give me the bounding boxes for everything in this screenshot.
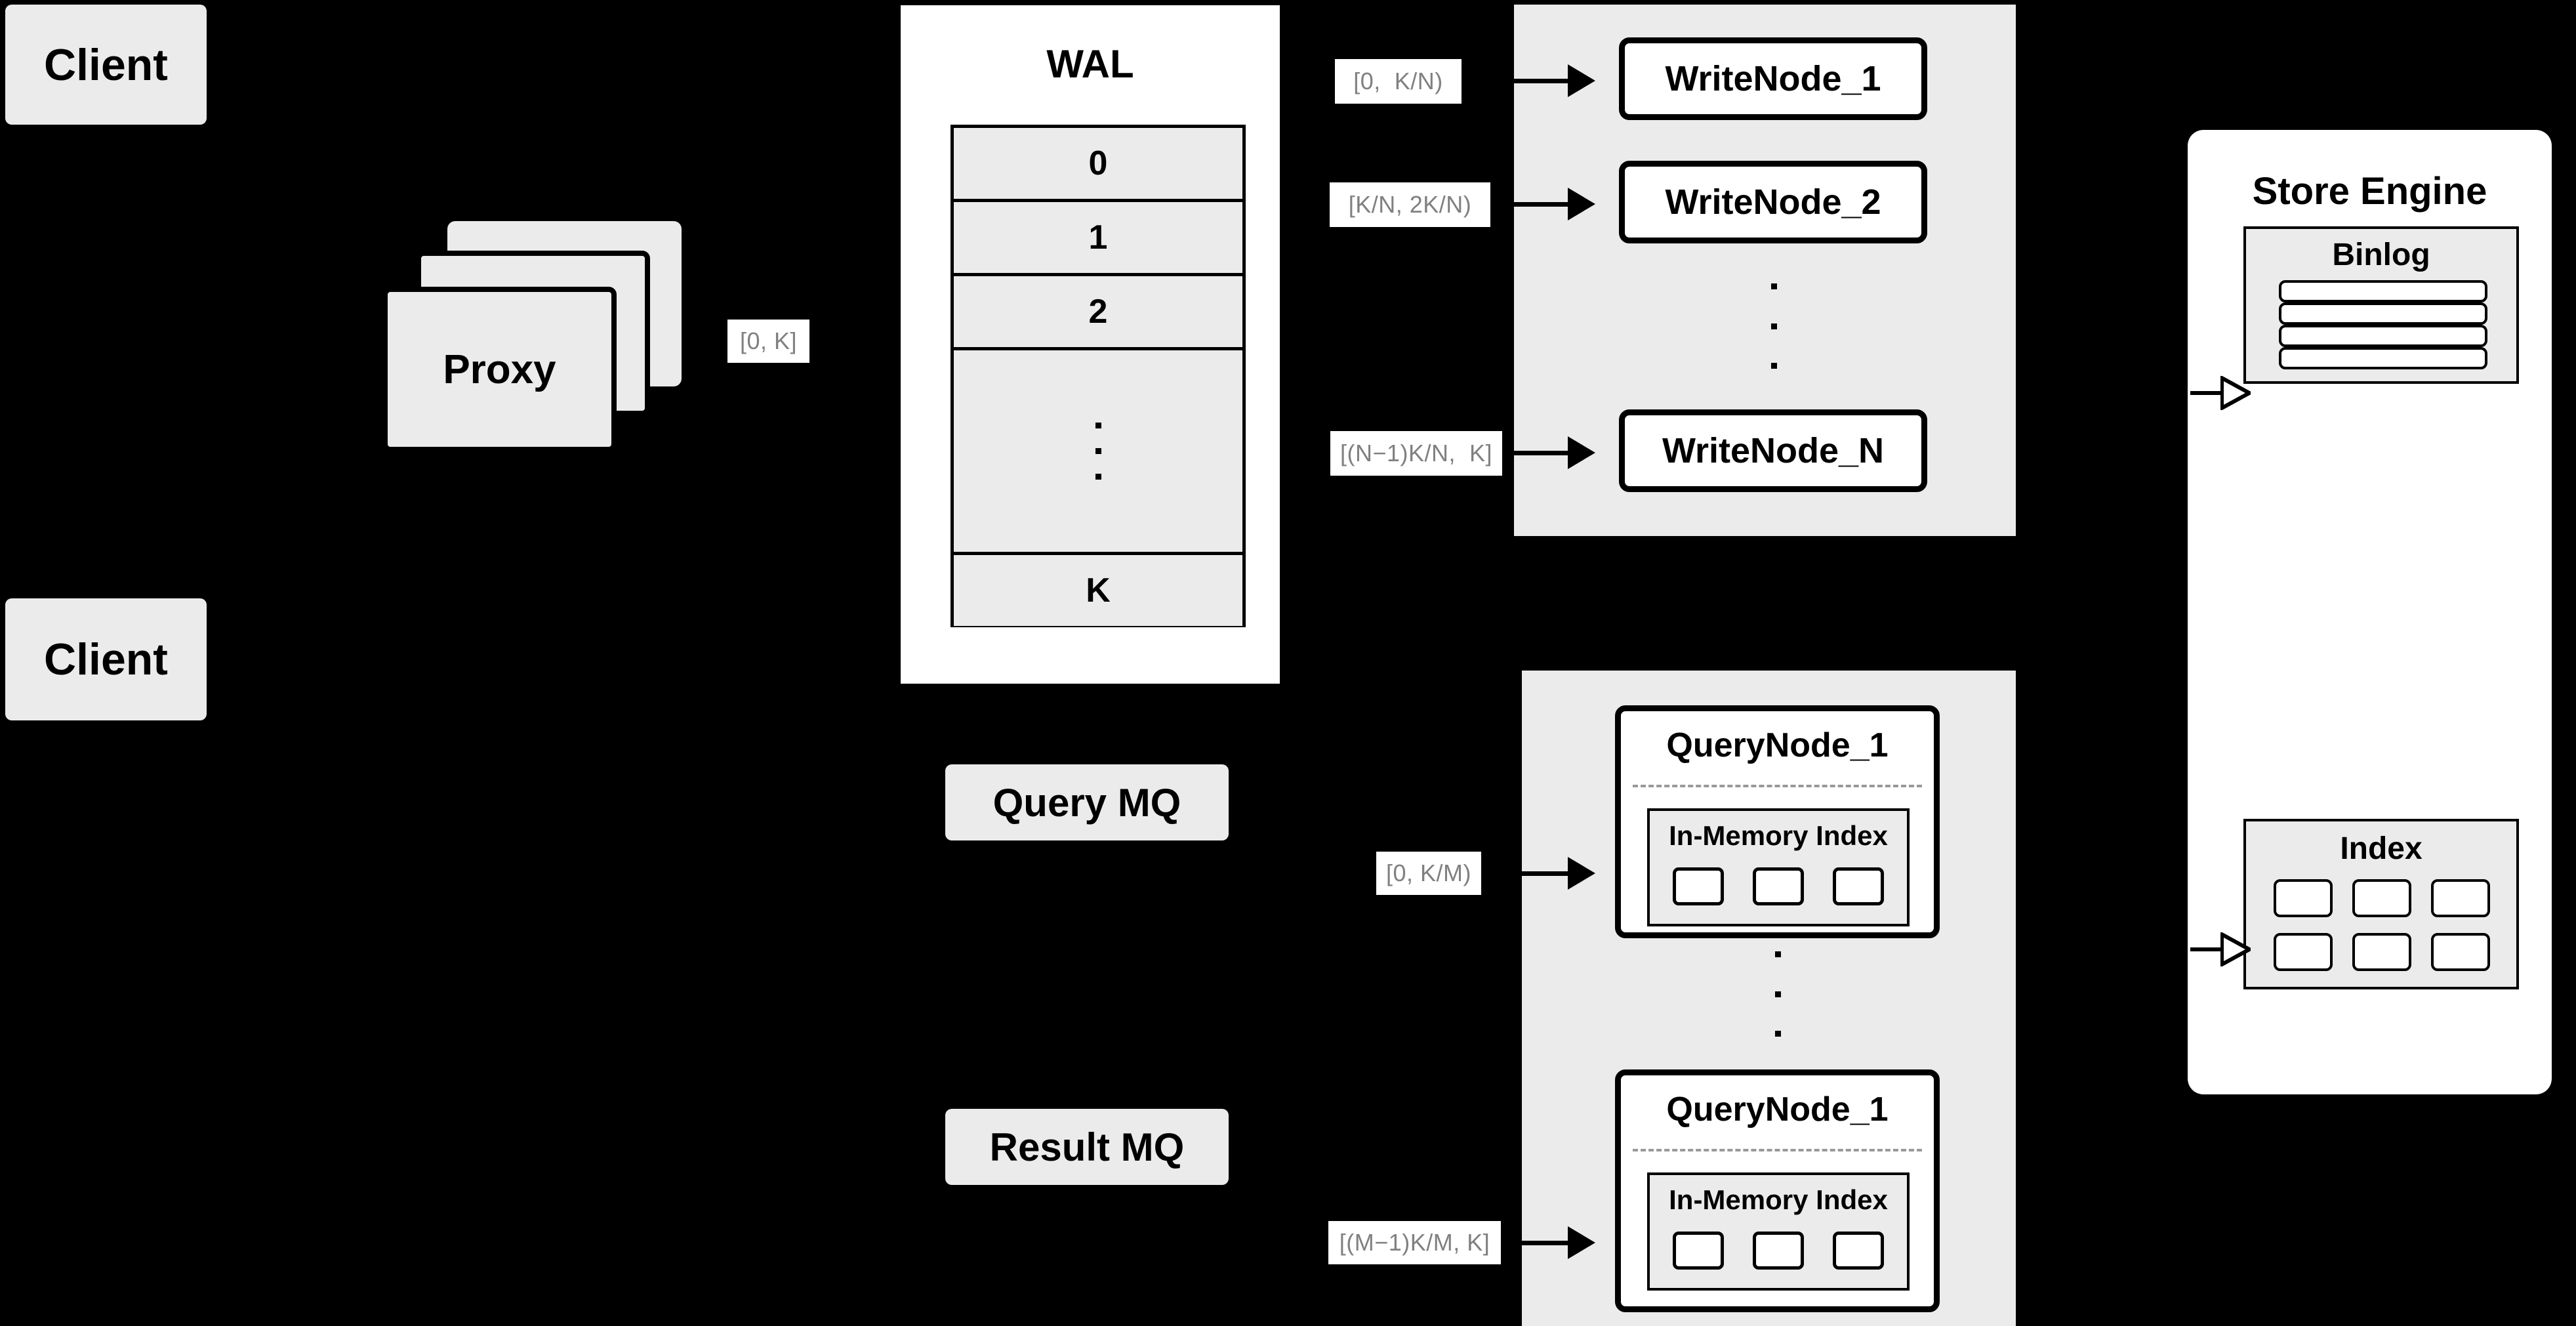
result-mq-box[interactable]: Result MQ	[945, 1109, 1229, 1185]
arrow-head-query-1	[1568, 857, 1595, 890]
wal-row-1: 1	[954, 202, 1242, 276]
index-slot	[1833, 867, 1884, 905]
ellipsis-dot	[1770, 283, 1777, 289]
store-index-slot	[2431, 879, 2490, 917]
write-node-n-label: WriteNode_N	[1662, 431, 1885, 470]
index-slot	[1673, 1232, 1724, 1270]
arrow-line-index	[2190, 947, 2223, 951]
arrow-head-write-2	[1568, 188, 1595, 220]
write-node-1-range-tag: [0, K/N)	[1335, 59, 1462, 104]
query-node-2[interactable]: QueryNode_1 In-Memory Index	[1615, 1069, 1940, 1312]
result-mq-label: Result MQ	[989, 1125, 1185, 1169]
store-engine-title: Store Engine	[2252, 170, 2487, 213]
ellipsis-dot	[1770, 323, 1777, 329]
in-memory-index-2: In-Memory Index	[1647, 1172, 1910, 1291]
arrow-head-write-1	[1568, 64, 1595, 97]
write-node-ellipsis	[1770, 283, 1778, 369]
client-box-1[interactable]: Client	[5, 5, 207, 125]
store-index-slot	[2352, 933, 2411, 971]
wal-row-0: 0	[954, 128, 1242, 202]
query-node-1-range-tag: [0, K/M)	[1376, 852, 1481, 895]
query-node-2-label: QueryNode_1	[1666, 1090, 1889, 1129]
wal-row-k: K	[954, 555, 1242, 626]
proxy-label: Proxy	[443, 346, 556, 392]
arrow-head-index	[2220, 932, 2251, 966]
arrow-line-write-2	[1490, 202, 1568, 207]
index-panel: Index	[2243, 819, 2519, 989]
index-slot	[1673, 867, 1724, 905]
arrow-line-binlog	[2190, 391, 2223, 395]
write-node-n[interactable]: WriteNode_N	[1619, 409, 1927, 492]
store-index-slot	[2431, 933, 2490, 971]
ellipsis-dot	[1774, 1031, 1781, 1037]
ellipsis-dot	[1774, 991, 1781, 997]
binlog-slot	[2279, 280, 2487, 302]
binlog-slot	[2279, 302, 2487, 325]
wal-title: WAL	[1046, 42, 1134, 86]
arrow-head-binlog	[2220, 376, 2251, 410]
arrow-head-query-2	[1568, 1226, 1595, 1259]
arrow-line-query-2	[1501, 1241, 1568, 1245]
write-node-2-label: WriteNode_2	[1665, 182, 1881, 222]
arrow-line-write-1	[1463, 79, 1568, 83]
in-memory-index-1: In-Memory Index	[1647, 808, 1910, 926]
in-memory-index-2-title: In-Memory Index	[1669, 1184, 1888, 1215]
ellipsis-dot	[1774, 951, 1781, 957]
client-label-1: Client	[44, 39, 168, 90]
index-slot	[1753, 1232, 1804, 1270]
client-label-2: Client	[44, 634, 168, 684]
write-node-n-range-tag: [(N−1)K/N, K]	[1330, 431, 1502, 476]
query-node-1-divider	[1633, 785, 1922, 787]
wal-row-2: 2	[954, 276, 1242, 350]
write-node-1[interactable]: WriteNode_1	[1619, 37, 1927, 120]
query-mq-label: Query MQ	[992, 780, 1181, 825]
query-node-ellipsis	[1774, 951, 1782, 1037]
query-node-1[interactable]: QueryNode_1 In-Memory Index	[1615, 705, 1940, 938]
arrow-line-write-n	[1502, 451, 1568, 455]
binlog-title: Binlog	[2332, 238, 2430, 272]
ellipsis-dot	[1095, 423, 1101, 428]
query-node-1-label: QueryNode_1	[1666, 726, 1889, 764]
query-node-2-divider	[1633, 1149, 1922, 1151]
in-memory-index-1-title: In-Memory Index	[1669, 820, 1888, 851]
proxy-range-tag: [0, K]	[727, 320, 809, 363]
ellipsis-dot	[1095, 448, 1101, 454]
ellipsis-dot	[1095, 474, 1101, 480]
query-node-2-range-tag: [(M−1)K/M, K]	[1328, 1221, 1501, 1264]
store-index-slot	[2274, 879, 2333, 917]
write-node-1-label: WriteNode_1	[1665, 59, 1881, 98]
wal-table: 0 1 2 K	[951, 125, 1246, 627]
store-index-slot	[2352, 879, 2411, 917]
index-title: Index	[2340, 831, 2423, 866]
store-engine-panel: Store Engine Binlog Index	[2188, 130, 2552, 1094]
index-slot	[1753, 867, 1804, 905]
binlog-slot	[2279, 347, 2487, 369]
arrow-head-write-n	[1568, 436, 1595, 469]
write-node-2[interactable]: WriteNode_2	[1619, 161, 1927, 243]
store-index-slot	[2274, 933, 2333, 971]
binlog-panel: Binlog	[2243, 226, 2519, 384]
wal-panel: WAL 0 1 2 K	[897, 2, 1283, 687]
ellipsis-dot	[1770, 363, 1777, 369]
arrow-line-query-1	[1481, 871, 1568, 876]
query-mq-box[interactable]: Query MQ	[945, 764, 1229, 840]
client-box-2[interactable]: Client	[5, 598, 207, 720]
index-slot	[1833, 1232, 1884, 1270]
wal-row-ellipsis	[954, 350, 1242, 555]
write-node-2-range-tag: [K/N, 2K/N)	[1330, 182, 1490, 227]
binlog-slot	[2279, 325, 2487, 347]
proxy-card-front[interactable]	[382, 287, 617, 452]
